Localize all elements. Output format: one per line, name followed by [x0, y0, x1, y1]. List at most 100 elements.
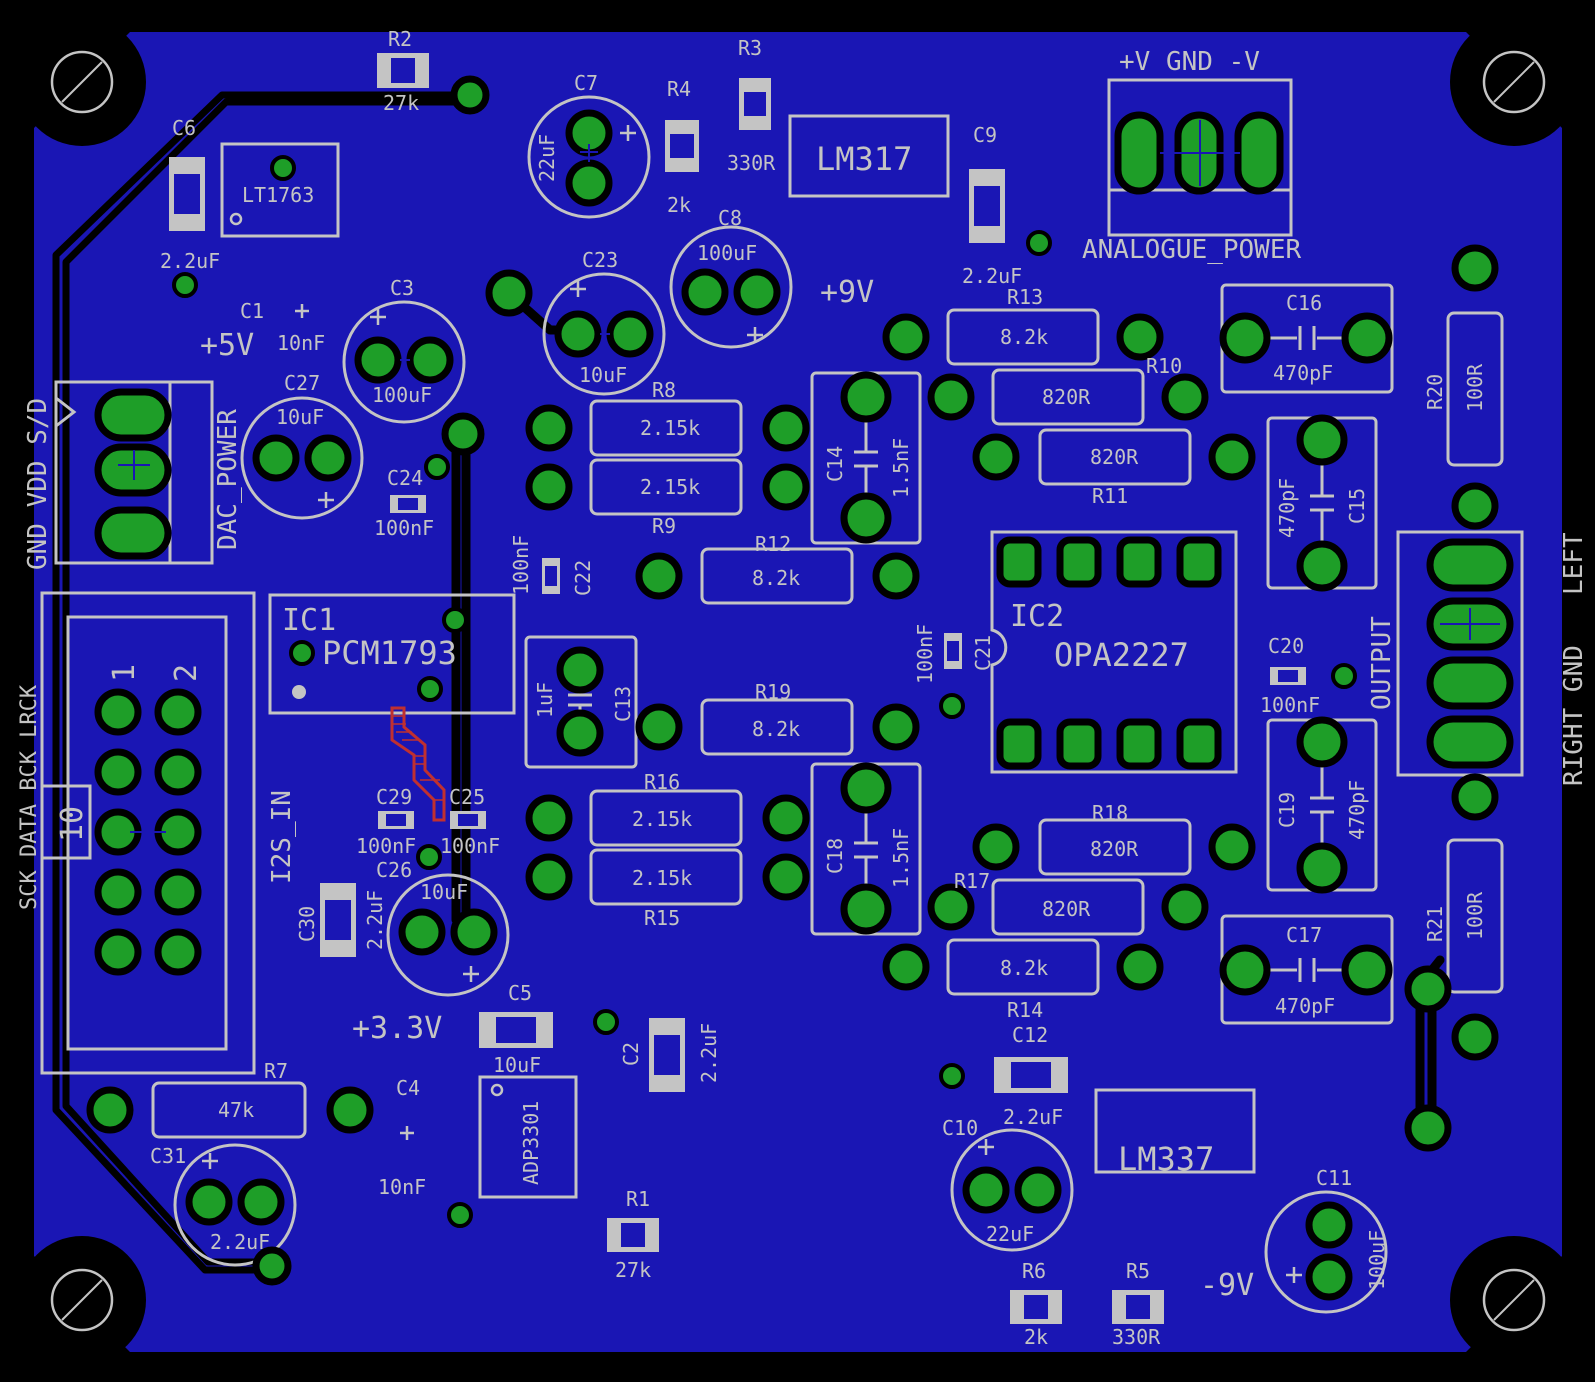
- label-C2-value: 2.2uF: [697, 1023, 721, 1083]
- label-R9-value: 2.15k: [640, 475, 700, 499]
- label-C6-value: 2.2uF: [160, 249, 220, 273]
- label-R18: R18: [1092, 801, 1128, 825]
- label-R7-value: 47k: [218, 1098, 254, 1122]
- label-R2-value: 27k: [383, 91, 419, 115]
- label-C17-value: 470pF: [1275, 994, 1335, 1018]
- label-R10-value: 820R: [1042, 385, 1091, 409]
- label-C10: C10: [942, 1116, 978, 1140]
- label-C30-value: 2.2uF: [363, 890, 387, 950]
- label-C10-value: 22uF: [986, 1222, 1034, 1246]
- label-C2: C2: [619, 1042, 643, 1066]
- label-C13-value: 1uF: [533, 682, 557, 718]
- label-analogue-power: ANALOGUE_POWER: [1082, 235, 1301, 265]
- label-R8-value: 2.15k: [640, 416, 700, 440]
- label-R14: R14: [1007, 998, 1043, 1022]
- label-R3: R3: [738, 36, 762, 60]
- label-R1: R1: [626, 1187, 650, 1211]
- label-LM337: LM337: [1118, 1140, 1214, 1178]
- label-R3-value: 330R: [727, 151, 776, 175]
- label-C20: C20: [1268, 634, 1304, 658]
- label-C24-value: 100nF: [374, 516, 434, 540]
- label-R16-value: 2.15k: [632, 807, 692, 831]
- label-R19: R19: [755, 680, 791, 704]
- label-out-right-gnd: RIGHT GND: [1559, 645, 1589, 786]
- label-C17: C17: [1286, 923, 1322, 947]
- label-R9: R9: [652, 514, 676, 538]
- label-i2s-pins: SCK DATA BCK LRCK: [17, 684, 42, 910]
- label-R7: R7: [264, 1059, 288, 1083]
- label-header-pin2: 2: [169, 664, 204, 682]
- label-C22-value: 100nF: [509, 535, 533, 595]
- label-R2: R2: [388, 27, 412, 51]
- label-R15-value: 2.15k: [632, 866, 692, 890]
- label-plus9v: +9V: [820, 275, 874, 310]
- label-C31-value: 2.2uF: [210, 1230, 270, 1254]
- label-ADP3301: ADP3301: [519, 1101, 543, 1185]
- label-C23: C23: [582, 248, 618, 272]
- label-IC1-value: PCM1793: [322, 634, 457, 672]
- label-C25: C25: [449, 785, 485, 809]
- label-C22: C22: [571, 560, 595, 596]
- label-R20: R20: [1423, 374, 1447, 410]
- label-i2s-in: I2S_IN: [267, 790, 297, 884]
- label-R8: R8: [652, 378, 676, 402]
- label-C27: C27: [284, 371, 320, 395]
- label-IC2-value: OPA2227: [1054, 636, 1189, 674]
- label-C12-value: 2.2uF: [1003, 1105, 1063, 1129]
- label-R4-value: 2k: [667, 193, 691, 217]
- label-C18-value: 1.5nF: [889, 828, 913, 888]
- label-C1-value: 10nF: [277, 331, 325, 355]
- label-C30: C30: [295, 906, 319, 942]
- label-header-pin10: 10: [55, 806, 90, 842]
- label-C3: C3: [390, 276, 414, 300]
- label-R17-value: 820R: [1042, 897, 1091, 921]
- label-C11-value: 100uF: [1365, 1230, 1389, 1290]
- label-C7-value: 22uF: [535, 134, 559, 182]
- label-C5: C5: [508, 981, 532, 1005]
- label-R5: R5: [1126, 1259, 1150, 1283]
- label-dac-power: DAC_POWER: [213, 409, 243, 550]
- label-R1-value: 27k: [615, 1258, 651, 1282]
- label-C9-value: 2.2uF: [962, 264, 1022, 288]
- label-R20-value: 100R: [1463, 363, 1487, 412]
- center-marks: [118, 120, 1500, 848]
- board-outline: [34, 32, 1562, 1352]
- label-C21-value: 100nF: [913, 624, 937, 684]
- label-C19-value: 470pF: [1345, 780, 1369, 840]
- label-R21-value: 100R: [1463, 891, 1487, 940]
- label-R16: R16: [644, 770, 680, 794]
- label-C15-value: 470pF: [1275, 478, 1299, 538]
- label-C8-value: 100uF: [697, 241, 757, 265]
- smd-parts: [169, 53, 1306, 1324]
- label-plus3v3: +3.3V: [352, 1011, 442, 1046]
- label-power-pins: +V GND -V: [1119, 47, 1260, 77]
- label-C31: C31: [150, 1144, 186, 1168]
- label-C24: C24: [387, 466, 423, 490]
- label-C9: C9: [973, 123, 997, 147]
- label-R6: R6: [1022, 1259, 1046, 1283]
- label-C19: C19: [1275, 792, 1299, 828]
- label-LM317: LM317: [816, 140, 912, 178]
- label-C3-value: 100uF: [372, 383, 432, 407]
- label-C27-value: 10uF: [276, 405, 324, 429]
- label-R17: R17: [954, 869, 990, 893]
- label-IC1: IC1: [282, 603, 336, 638]
- label-R13: R13: [1007, 285, 1043, 309]
- label-C26-value: 10uF: [420, 880, 468, 904]
- label-C15: C15: [1345, 488, 1369, 524]
- label-C4-value: 10nF: [378, 1175, 426, 1199]
- label-R15: R15: [644, 906, 680, 930]
- silkscreen-labels: R2 27k R3 330R R4 2k C7 22uF C6 2.2uF LT…: [17, 27, 1589, 1349]
- label-C21: C21: [971, 635, 995, 671]
- label-LT1763: LT1763: [242, 183, 314, 207]
- label-C23-value: 10uF: [579, 363, 627, 387]
- label-R11: R11: [1092, 484, 1128, 508]
- label-plus5v: +5V: [200, 328, 254, 363]
- label-R13-value: 8.2k: [1000, 325, 1048, 349]
- label-C13: C13: [611, 686, 635, 722]
- label-R14-value: 8.2k: [1000, 956, 1048, 980]
- label-R12: R12: [755, 532, 791, 556]
- label-C16: C16: [1286, 291, 1322, 315]
- label-header-pin1: 1: [107, 664, 142, 682]
